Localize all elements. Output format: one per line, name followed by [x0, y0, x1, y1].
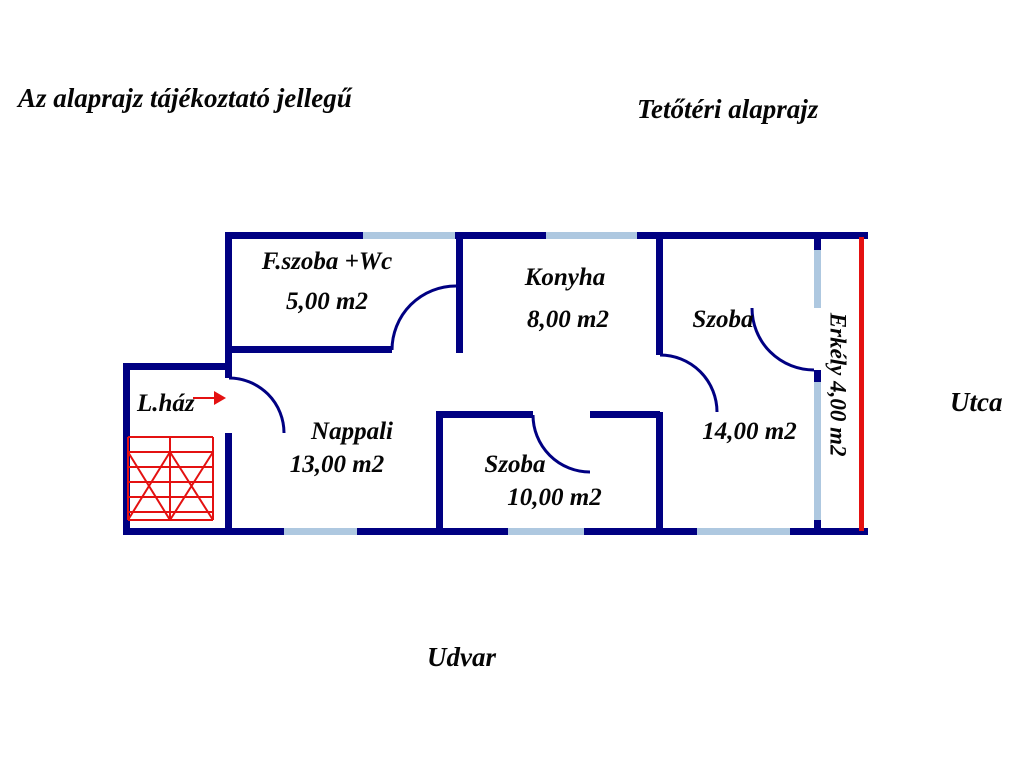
disclaimer-text: Az alaprajz tájékoztató jellegű: [18, 83, 352, 113]
room-area-szoba-bottom: 10,00 m2: [507, 484, 602, 511]
balcony-railing: [859, 237, 864, 531]
room-label-szoba-right: Szoba: [692, 306, 754, 333]
door-arcs: [228, 284, 815, 474]
room-label-szoba-bottom: Szoba: [484, 451, 546, 478]
room-area-konyha: 8,00 m2: [527, 306, 609, 333]
room-label-erkely: Erkély 4,00 m2: [825, 312, 851, 457]
yard-label: Udvar: [427, 642, 496, 672]
room-label-konyha: Konyha: [524, 264, 606, 291]
room-label-lhaz: L.ház: [137, 390, 195, 417]
windows: [284, 232, 821, 535]
street-label: Utca: [950, 387, 1003, 417]
plan-title: Tetőtéri alaprajz: [637, 94, 819, 124]
room-area-fszoba: 5,00 m2: [286, 288, 368, 315]
room-area-nappali: 13,00 m2: [289, 451, 385, 478]
entry-arrow-icon: [193, 391, 226, 405]
staircase-icon: [127, 436, 214, 521]
room-label-fszoba: F.szoba +Wc: [261, 248, 393, 275]
room-label-nappali: Nappali: [311, 418, 393, 445]
room-area-szoba-right: 14,00 m2: [702, 418, 797, 445]
